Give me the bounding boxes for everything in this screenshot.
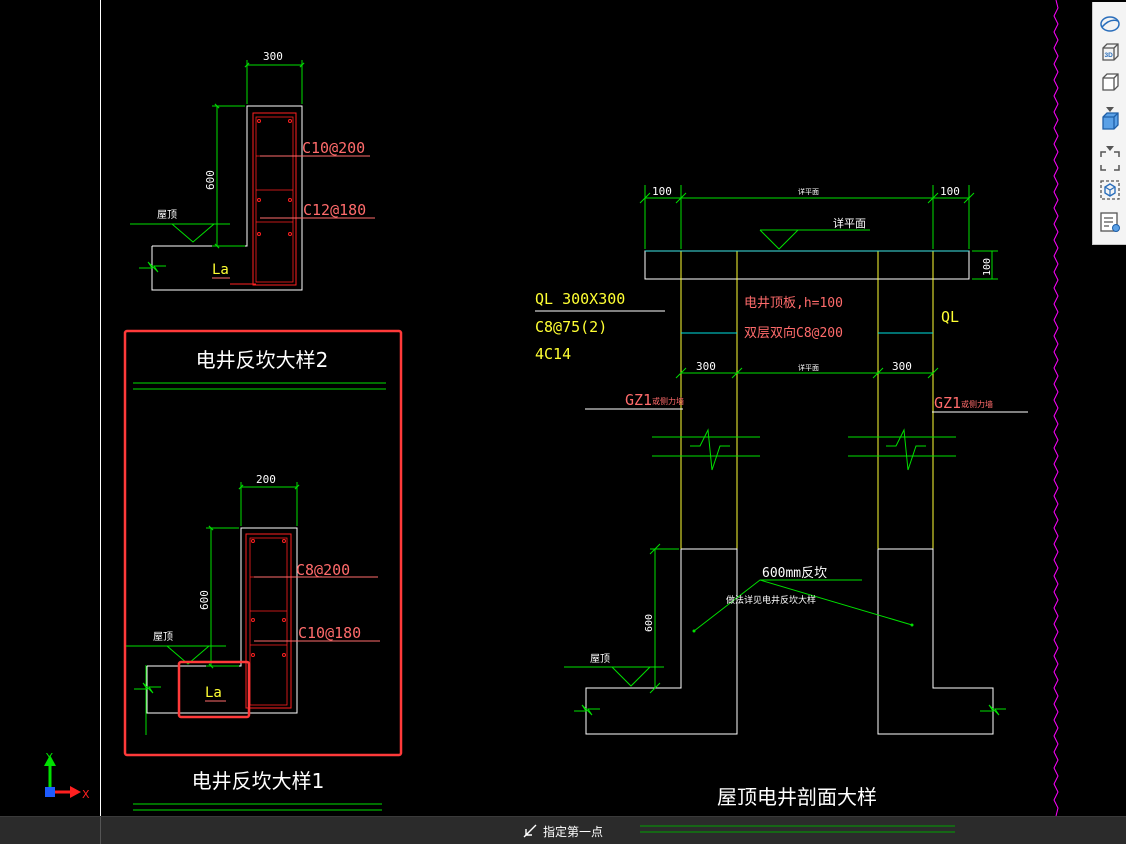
roof-shaft-section: 100 100 详平面 详平面 100 QL 300X300 C8@75(2) … (535, 185, 1028, 809)
dim-right: 100 (940, 185, 960, 198)
dim-mid: 详平面 (798, 363, 819, 372)
navigation-toolbar: 3D (1092, 2, 1126, 245)
slab-note: 双层双向C8@200 (744, 325, 843, 341)
svg-text:3D: 3D (1105, 52, 1114, 59)
dim-left: 100 (652, 185, 672, 198)
dim-height: 600 (198, 590, 211, 610)
gz-label: GZ1 (625, 391, 652, 409)
section-title: 屋顶电井剖面大样 (717, 785, 877, 809)
prompt-text: 指定第一点 (543, 824, 604, 839)
ucs-x-label: X (82, 788, 90, 801)
drawing-canvas[interactable]: 300 600 C10@200 C12@180 屋顶 La 电井反坎大样2 (0, 0, 1126, 816)
visual-style-icon[interactable] (1098, 109, 1122, 133)
zoom-extents-icon[interactable] (1098, 149, 1122, 173)
orbit-icon[interactable] (1098, 12, 1122, 36)
rebar-label: C10@200 (302, 139, 365, 157)
curb-dim: 600 (644, 614, 655, 632)
ucs-icon: Y X (44, 751, 90, 801)
dim-width: 300 (263, 50, 283, 63)
anchor-label: La (205, 685, 222, 701)
ql-label: QL (941, 308, 959, 326)
dim-col: 300 (696, 360, 716, 373)
detail-top: 300 600 C10@200 C12@180 屋顶 La (130, 50, 375, 291)
crosshair-line (1053, 0, 1059, 816)
chevron-down-icon[interactable] (1104, 98, 1116, 112)
level-label: 详平面 (833, 216, 866, 230)
3d-view-icon[interactable]: 3D (1098, 40, 1122, 64)
command-prompt[interactable]: 指定第一点 (522, 822, 603, 840)
rebar-label: C10@180 (298, 624, 361, 642)
curb-note: 做法详见电井反坎大样 (726, 594, 816, 606)
command-status-bar: 指定第一点 (0, 816, 1126, 844)
rebar-label: C8@200 (296, 561, 350, 579)
beam-spec: C8@75(2) (535, 318, 607, 336)
beam-spec: QL 300X300 (535, 290, 625, 308)
gz-note: 或侧力墙 (652, 396, 684, 406)
gz-label: GZ1 (934, 394, 961, 412)
dim-col: 300 (892, 360, 912, 373)
detail-title: 电井反坎大样1 (192, 769, 325, 793)
chevron-down-icon[interactable] (1104, 137, 1116, 151)
properties-panel-icon[interactable] (1098, 210, 1122, 234)
pick-point-icon (523, 824, 537, 838)
dim-width: 200 (256, 473, 276, 486)
beam-spec: 4C14 (535, 345, 571, 363)
anchor-highlight-box (177, 660, 251, 719)
curb-label: 600mm反坎 (762, 566, 827, 581)
slab-note: 电井顶板,h=100 (744, 296, 843, 311)
roof-label: 屋顶 (153, 631, 173, 643)
dim-mid: 详平面 (798, 187, 819, 196)
ucs-y-label: Y (45, 751, 53, 764)
anchor-label: La (212, 262, 229, 278)
slab-dim: 100 (982, 258, 993, 276)
cad-drawing: 300 600 C10@200 C12@180 屋顶 La 电井反坎大样2 (44, 0, 1059, 816)
detail-1: 200 600 C8@200 C10@180 屋顶 La 电井反坎大样1 (126, 473, 382, 811)
selection-highlight-box (123, 329, 403, 757)
detail-title: 电井反坎大样2 (196, 348, 329, 372)
dim-height: 600 (204, 170, 217, 190)
detail-2: 电井反坎大样2 (123, 329, 403, 757)
view-cube-icon[interactable] (1098, 70, 1122, 94)
isolate-object-icon[interactable] (1098, 178, 1122, 202)
rebar-label: C12@180 (303, 201, 366, 219)
roof-label: 屋顶 (590, 653, 610, 665)
gz-note: 或侧力墙 (961, 399, 993, 409)
roof-label: 屋顶 (157, 209, 177, 221)
